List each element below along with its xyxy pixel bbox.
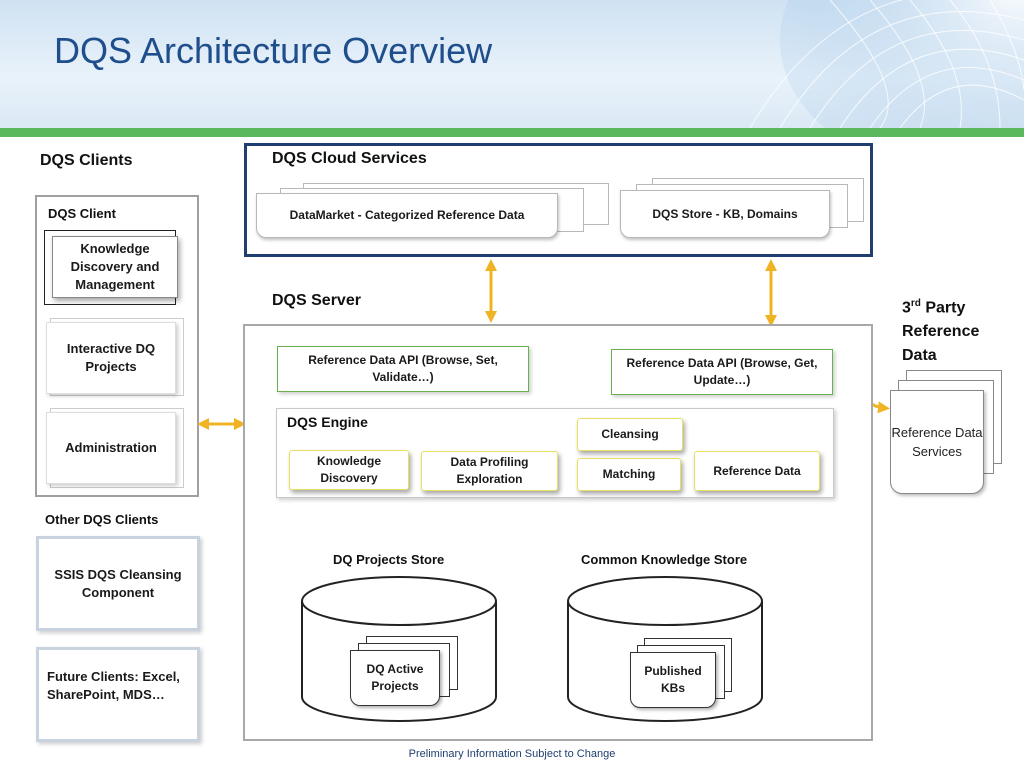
knowledge-discovery-client[interactable]: Knowledge Discovery and Management <box>52 236 178 298</box>
ssis-component[interactable]: SSIS DQS Cleansing Component <box>36 536 200 631</box>
reference-data-engine[interactable]: Reference Data <box>694 451 820 491</box>
dqs-client-label: DQS Client <box>48 206 116 221</box>
page-title: DQS Architecture Overview <box>54 30 493 71</box>
engine-heading: DQS Engine <box>287 414 368 430</box>
dq-projects-store-label: DQ Projects Store <box>333 552 445 567</box>
clients-heading: DQS Clients <box>40 152 133 169</box>
reference-data-api-right[interactable]: Reference Data API (Browse, Get, Update…… <box>611 349 833 395</box>
matching[interactable]: Matching <box>577 458 681 491</box>
footer-note: Preliminary Information Subject to Chang… <box>408 748 616 760</box>
interactive-dq-projects[interactable]: Interactive DQ Projects <box>46 322 176 394</box>
data-profiling-exploration[interactable]: Data Profiling Exploration <box>421 451 558 491</box>
published-kbs[interactable]: Published KBs <box>630 652 716 708</box>
datamarket-reference-data[interactable]: DataMarket - Categorized Reference Data <box>256 193 558 238</box>
globe-decoration <box>749 0 1024 128</box>
administration[interactable]: Administration <box>46 412 176 484</box>
knowledge-discovery[interactable]: Knowledge Discovery <box>289 450 409 490</box>
green-divider <box>0 128 1024 137</box>
other-clients-heading: Other DQS Clients <box>45 512 159 527</box>
reference-data-services[interactable]: Reference Data Services <box>890 390 984 494</box>
cleansing[interactable]: Cleansing <box>577 418 683 451</box>
common-knowledge-store-label: Common Knowledge Store <box>581 552 748 567</box>
dq-active-projects[interactable]: DQ Active Projects <box>350 650 440 706</box>
future-clients[interactable]: Future Clients: Excel, SharePoint, MDS… <box>36 647 200 742</box>
header-banner <box>0 0 1024 128</box>
reference-data-api-left[interactable]: Reference Data API (Browse, Set, Validat… <box>277 346 529 392</box>
cloud-heading: DQS Cloud Services <box>272 150 427 167</box>
server-heading: DQS Server <box>272 292 361 309</box>
dqs-store[interactable]: DQS Store - KB, Domains <box>620 190 830 238</box>
third-party-heading: 3rd Party Reference Data <box>902 298 980 365</box>
